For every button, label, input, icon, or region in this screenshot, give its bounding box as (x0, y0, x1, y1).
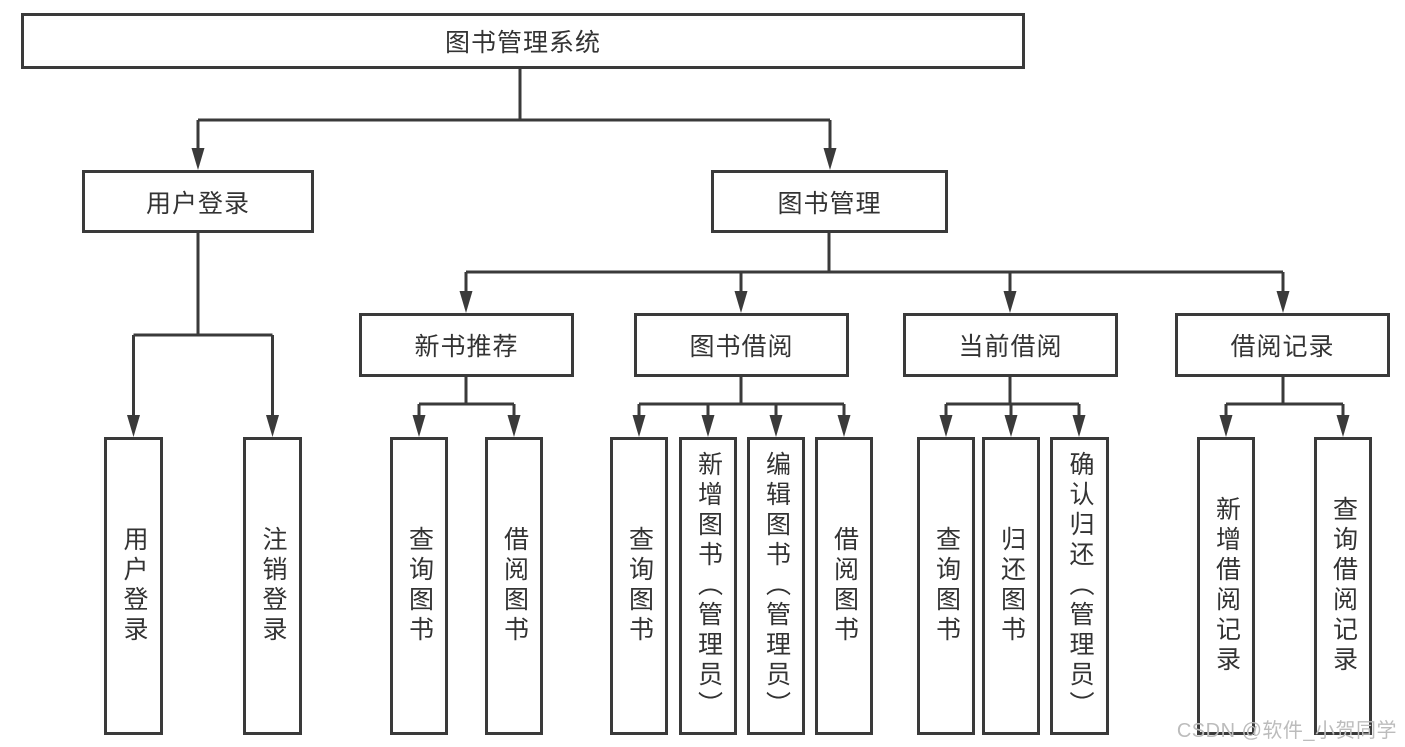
leaf-label: 查询图书 (405, 526, 434, 646)
leaf-confirm-return-admin: 确认归还（管理员） (1050, 437, 1109, 735)
connector-borrowing (637, 377, 846, 418)
leaf-label: 借阅图书 (830, 526, 859, 646)
leaf-label: 归还图书 (997, 526, 1026, 646)
leaf-borrow-books: 借阅图书 (815, 437, 873, 735)
leaf-add-borrow-record: 新增借阅记录 (1197, 437, 1255, 735)
leaf-label: 查询图书 (932, 526, 961, 646)
arrow-leaf-return-books (1004, 415, 1018, 437)
node-label: 图书管理系统 (444, 29, 601, 57)
arrowheads (127, 148, 1350, 437)
arrow-leaf-logout (266, 415, 279, 437)
node-library-management-system: 图书管理系统 (21, 13, 1025, 69)
node-label: 用户登录 (145, 189, 250, 218)
leaf-label: 编辑图书（管理员） (762, 451, 791, 721)
leaf-query-books-recommend: 查询图书 (390, 437, 448, 735)
leaf-label: 确认归还（管理员） (1066, 451, 1094, 721)
arrow-leaf-borrow-books-recommend (507, 415, 521, 437)
arrow-leaf-query-books-current (939, 415, 953, 437)
arrow-user-login-node (191, 148, 205, 170)
node-label: 新书推荐 (414, 333, 519, 361)
node-current-borrowing: 当前借阅 (903, 313, 1118, 377)
leaf-borrow-books-recommend: 借阅图书 (485, 437, 543, 735)
leaf-logout: 注销登录 (243, 437, 302, 735)
leaf-label: 新增图书（管理员） (694, 451, 723, 721)
arrow-leaf-borrow-books (837, 415, 851, 437)
leaf-label: 新增借阅记录 (1212, 496, 1241, 676)
arrow-leaf-query-books-recommend (412, 415, 426, 437)
leaf-query-books-current: 查询图书 (917, 437, 975, 735)
node-user-login: 用户登录 (82, 170, 314, 233)
connector-current (944, 377, 1081, 418)
connector-user-branch (132, 233, 274, 418)
node-label: 图书管理 (777, 189, 882, 218)
leaf-label: 借阅图书 (500, 526, 529, 646)
arrow-leaf-add-books (701, 415, 715, 437)
leaf-label: 用户登录 (120, 526, 148, 646)
node-book-borrowing: 图书借阅 (634, 313, 849, 377)
leaf-label: 注销登录 (259, 526, 287, 646)
watermark: CSDN @软件_小贺同学 (1176, 720, 1397, 742)
arrow-leaf-confirm-return (1072, 415, 1086, 437)
arrow-leaf-query-books-borrow (632, 415, 646, 437)
connector-recommend (417, 377, 516, 418)
arrow-section-borrowing (734, 291, 748, 313)
arrow-leaf-edit-books (769, 415, 783, 437)
leaf-label: 查询借阅记录 (1329, 496, 1358, 676)
arrow-section-current (1003, 291, 1017, 313)
leaf-add-books-admin: 新增图书（管理员） (679, 437, 737, 735)
arrow-leaf-query-record (1336, 415, 1350, 437)
arrow-leaf-add-record (1219, 415, 1233, 437)
node-label: 图书借阅 (689, 333, 794, 361)
arrow-section-records (1276, 291, 1290, 313)
leaf-query-borrow-record: 查询借阅记录 (1314, 437, 1372, 735)
leaf-edit-books-admin: 编辑图书（管理员） (747, 437, 805, 735)
node-new-book-recommendation: 新书推荐 (359, 313, 574, 377)
connector-book-branch (464, 233, 1285, 294)
node-label: 借阅记录 (1230, 333, 1335, 361)
connector-root-trunk (196, 69, 832, 150)
leaf-return-books: 归还图书 (982, 437, 1040, 735)
leaf-label: 查询图书 (625, 526, 654, 646)
arrow-section-recommend (459, 291, 473, 313)
connector-records (1224, 377, 1345, 418)
leaf-user-login: 用户登录 (104, 437, 163, 735)
node-label: 当前借阅 (958, 333, 1063, 361)
arrow-book-management-node (823, 148, 837, 170)
node-borrowing-records: 借阅记录 (1175, 313, 1390, 377)
leaf-query-books-borrow: 查询图书 (610, 437, 668, 735)
node-book-management: 图书管理 (711, 170, 948, 233)
arrow-leaf-user-login (127, 415, 140, 437)
